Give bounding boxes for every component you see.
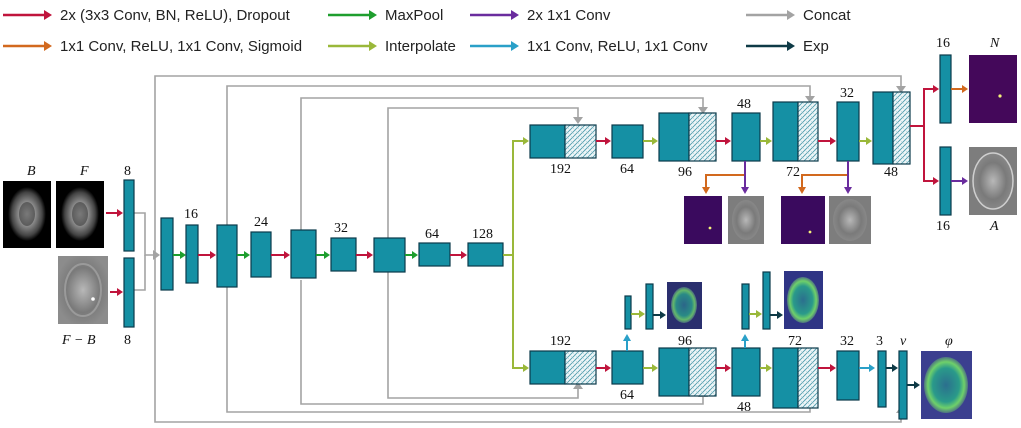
- n-output-image: [969, 55, 1017, 123]
- legend: 2x (3x3 Conv, BN, ReLU), Dropout 1x1 Con…: [3, 7, 851, 55]
- up-48b-block: [872, 91, 894, 165]
- skip-connection-top-3: [300, 97, 704, 230]
- a-output-label: A: [989, 219, 999, 234]
- low-48-label: 48: [737, 400, 751, 415]
- up-72-block: [772, 101, 799, 162]
- legend-conv1x1-2x: 2x 1x1 Conv: [527, 7, 611, 24]
- up-out-bottom-label: 16: [936, 219, 950, 234]
- skip-connection-top-2: [226, 85, 811, 225]
- encoder: 8 8 16 24 32 64 128: [123, 164, 504, 348]
- legend-maxpool: MaxPool: [385, 7, 443, 24]
- enc-32-label: 32: [334, 221, 348, 236]
- decoder-branch: [503, 137, 529, 372]
- enc-32-block: [330, 237, 357, 272]
- input-b-label: B: [27, 164, 36, 179]
- legend-interpolate: Interpolate: [385, 38, 456, 55]
- low-32-label: 32: [840, 334, 854, 349]
- enc-in-top-label: 8: [124, 164, 131, 179]
- legend-exp: Exp: [803, 38, 829, 55]
- low-64-label: 64: [620, 388, 634, 403]
- skip-connection-bottom-3: [300, 280, 704, 405]
- legend-conv-dropout: 2x (3x3 Conv, BN, ReLU), Dropout: [60, 7, 291, 24]
- input-fb-label: F − B: [61, 333, 96, 348]
- up-96-skip: [688, 112, 717, 162]
- lower-decoder: 192 64 96 48 72 32 3 v φ: [529, 271, 972, 420]
- upper-decoder: 192 64 96 48 72 32 48: [529, 36, 1017, 244]
- low-3-block: [877, 350, 887, 408]
- low-72-skip: [797, 347, 819, 409]
- up-96-label: 96: [678, 165, 692, 180]
- up-out-top-block: [939, 54, 952, 124]
- up-out-bottom-block: [939, 146, 952, 216]
- low-72-block: [772, 347, 799, 409]
- n-output-label: N: [989, 36, 1000, 51]
- low-96-label: 96: [678, 334, 692, 349]
- skip-connection-bottom-2: [226, 285, 811, 413]
- input-images: B F F − B: [3, 164, 123, 348]
- enc-128-label: 128: [472, 227, 493, 242]
- up-48b-label: 48: [884, 165, 898, 180]
- enc-in-top-block: [123, 179, 135, 252]
- up-192-label: 192: [550, 162, 571, 177]
- enc-16b-block: [216, 224, 238, 288]
- enc-64-block: [418, 242, 451, 267]
- skip-connection-bottom-4: [387, 272, 579, 399]
- up-side-n-image-2: [781, 196, 825, 244]
- low-32-block: [836, 350, 860, 401]
- enc-16-block: [185, 224, 199, 284]
- low-side-block-2a: [741, 283, 750, 330]
- low-72-label: 72: [788, 334, 802, 349]
- low-3-label: 3: [876, 334, 883, 349]
- up-32-block: [836, 101, 860, 162]
- up-48b-skip: [892, 91, 911, 165]
- low-192-label: 192: [550, 334, 571, 349]
- low-64-block: [611, 350, 644, 385]
- up-32-label: 32: [840, 86, 854, 101]
- low-side-block-2b: [762, 271, 771, 330]
- low-192-skip: [564, 350, 597, 385]
- enc-24-block: [250, 231, 272, 278]
- skip-connection-top-4: [387, 107, 579, 238]
- legend-conv-sigmoid: 1x1 Conv, ReLU, 1x1 Conv, Sigmoid: [60, 38, 302, 55]
- phi-label: φ: [945, 334, 953, 349]
- up-96-block: [658, 112, 690, 162]
- v-block: [898, 350, 908, 420]
- up-48-block: [731, 112, 761, 162]
- legend-conv-relu-conv: 1x1 Conv, ReLU, 1x1 Conv: [527, 38, 708, 55]
- low-192-block: [529, 350, 566, 385]
- skip-connection-top-1: [154, 75, 902, 255]
- low-96-block: [658, 347, 690, 397]
- legend-concat: Concat: [803, 7, 851, 24]
- up-192-skip: [564, 124, 597, 159]
- enc-concat-block: [160, 217, 174, 291]
- enc-32b-block: [373, 237, 406, 273]
- up-64-block: [611, 124, 644, 159]
- enc-128-block: [467, 242, 504, 267]
- enc-16-label: 16: [184, 207, 198, 222]
- enc-24b-block: [290, 229, 317, 279]
- up-64-label: 64: [620, 162, 634, 177]
- enc-in-bottom-label: 8: [124, 333, 131, 348]
- input-f-label: F: [79, 164, 89, 179]
- up-out-top-label: 16: [936, 36, 950, 51]
- up-72-label: 72: [786, 165, 800, 180]
- input-fb-image: [58, 256, 108, 324]
- enc-24-label: 24: [254, 215, 268, 230]
- low-48-block: [731, 347, 761, 397]
- input-concat-connector: [134, 212, 153, 256]
- enc-in-bottom-block: [123, 257, 135, 328]
- up-192-block: [529, 124, 566, 159]
- skip-connections: [134, 75, 906, 423]
- enc-64-label: 64: [425, 227, 439, 242]
- low-side-block-1b: [645, 283, 654, 330]
- up-72-skip: [797, 101, 819, 162]
- up-48-label: 48: [737, 97, 751, 112]
- low-side-block-1a: [624, 295, 632, 330]
- v-label: v: [900, 334, 907, 349]
- up-side-n-image-1: [684, 196, 722, 244]
- low-96-skip: [688, 347, 717, 397]
